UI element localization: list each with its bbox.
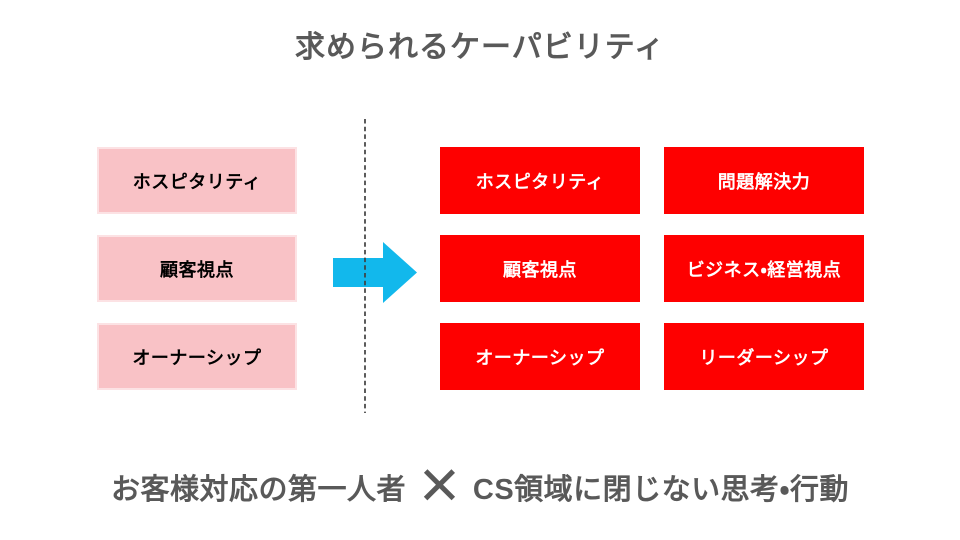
required-capability-label: オーナーシップ: [475, 347, 605, 368]
required-capability-label: 問題解決力: [717, 171, 811, 192]
vertical-dashed-line: [364, 119, 366, 413]
required-capability-label: ビジネス・経営視点: [686, 259, 842, 280]
required-capability-box: 問題解決力: [664, 147, 864, 214]
required-capability-label: ホスピタリティ: [475, 171, 605, 192]
multiply-symbol: ×: [418, 445, 460, 523]
footer-right-phrase: CS領域に閉じない思考・行動: [472, 474, 850, 506]
current-capability-box: ホスピタリティ: [97, 147, 297, 214]
current-capability-label: ホスピタリティ: [132, 171, 262, 192]
footer-left-phrase: お客様対応の第一人者: [110, 474, 406, 506]
current-capability-label: 顧客視点: [160, 259, 234, 280]
required-capability-box: 顧客視点: [440, 235, 640, 302]
required-capability-box: ビジネス・経営視点: [664, 235, 864, 302]
current-capability-box: 顧客視点: [97, 235, 297, 302]
required-capability-box: リーダーシップ: [664, 323, 864, 390]
required-capability-label: 顧客視点: [503, 259, 577, 280]
slide-title: 求められるケーパビリティ: [295, 31, 665, 64]
required-capability-box: ホスピタリティ: [440, 147, 640, 214]
right-arrow-icon: [333, 242, 417, 303]
required-capability-label: リーダーシップ: [699, 347, 829, 368]
current-capability-label: オーナーシップ: [132, 347, 262, 368]
required-capability-box: オーナーシップ: [440, 323, 640, 390]
current-capability-box: オーナーシップ: [97, 323, 297, 390]
footer-statement: お客様対応の第一人者 × CS領域に閉じない思考・行動: [0, 445, 960, 523]
